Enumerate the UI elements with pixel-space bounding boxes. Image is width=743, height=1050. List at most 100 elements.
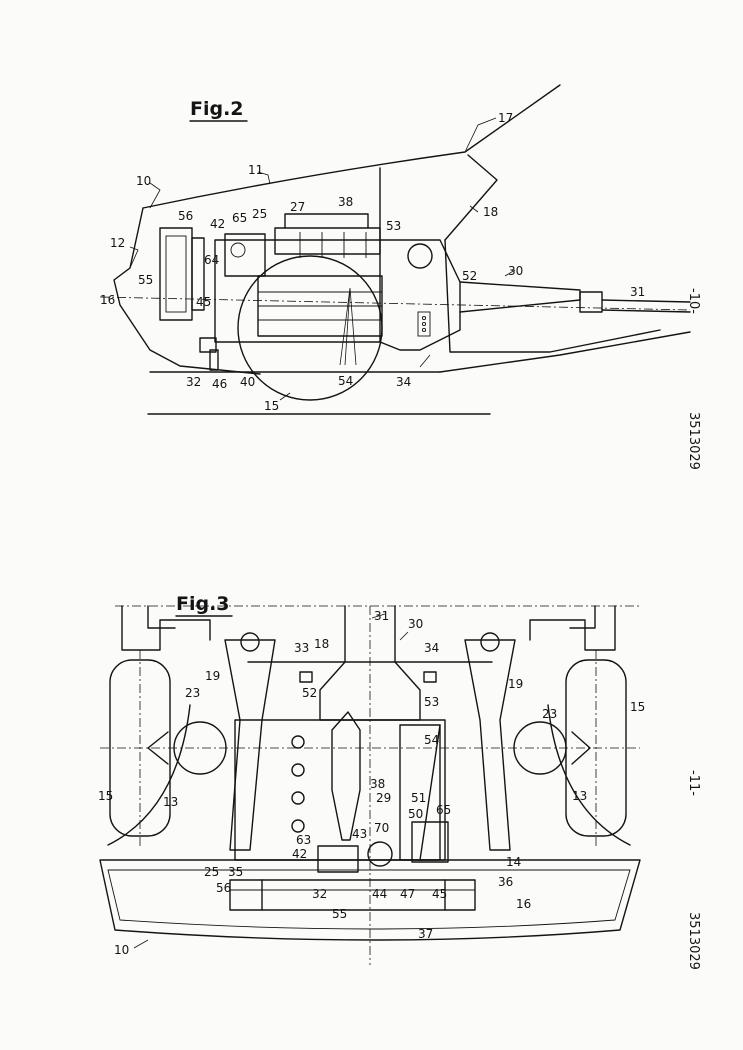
mount-plate-34 — [417, 311, 431, 337]
right-strut-19 — [464, 639, 516, 851]
fig2-ref-64: 64 — [204, 253, 219, 267]
fig2-ref-27: 27 — [290, 200, 305, 214]
fig3-ref-50: 50 — [408, 807, 423, 821]
fig2-ref-10: 10 — [136, 174, 151, 188]
bolt-3 — [421, 327, 427, 333]
fig3-ref-29: 29 — [376, 791, 391, 805]
leader-54 — [339, 287, 357, 366]
doc-number-bottom: 3513029 — [686, 912, 701, 970]
pulley-housing-42-65 — [224, 233, 266, 277]
cyl-a — [291, 735, 305, 749]
fig3-ref-15-right: 15 — [630, 700, 645, 714]
fig3-ref-38: 38 — [370, 777, 385, 791]
page-number-10: -10- — [686, 288, 701, 314]
fig3-ref-19-right: 19 — [508, 677, 523, 691]
leader-30 — [399, 631, 409, 641]
floor-line — [444, 239, 661, 353]
fig3-ref-43: 43 — [352, 827, 367, 841]
fig3-ref-36: 36 — [498, 875, 513, 889]
fig3-title: Fig.3 — [176, 593, 230, 615]
fig3-ref-44: 44 — [372, 887, 387, 901]
fig3-top-view: Fig.3 — [98, 593, 645, 965]
engine-25 — [234, 719, 446, 861]
right-strut-top — [480, 632, 500, 652]
valve-cover-38 — [284, 213, 369, 229]
fig3-ref-70: 70 — [374, 821, 389, 835]
mount-33 — [299, 671, 313, 683]
fig2-ref-52: 52 — [462, 269, 477, 283]
fig2-centerline — [99, 296, 691, 311]
fig2-ref-15: 15 — [264, 399, 279, 413]
leader-34 — [419, 354, 431, 368]
fig3-ref-30: 30 — [408, 617, 423, 631]
fig3-ref-31: 31 — [374, 609, 389, 623]
fig2-ref-31: 31 — [630, 285, 645, 299]
left-strut-top — [240, 632, 260, 652]
fig2-ref-53: 53 — [386, 219, 401, 233]
fig2-ref-32: 32 — [186, 375, 201, 389]
unit-65 — [411, 821, 449, 863]
fig2-ref-40: 40 — [240, 375, 255, 389]
leader-17 — [464, 117, 497, 153]
fig3-ref-53: 53 — [424, 695, 439, 709]
part-42 — [317, 845, 359, 873]
mount-53 — [407, 243, 433, 269]
left-strut-19 — [224, 639, 276, 851]
fig3-ref-19-left: 19 — [205, 669, 220, 683]
shaft-31-bottom — [601, 309, 691, 313]
fig2-ref-46: 46 — [212, 377, 227, 391]
right-member-13 — [547, 704, 631, 846]
fig2-ref-38: 38 — [338, 195, 353, 209]
fig2-ref-25: 25 — [252, 207, 267, 221]
left-bracket — [147, 605, 176, 629]
hood-line — [142, 84, 561, 209]
fig3-ref-65: 65 — [436, 803, 451, 817]
doc-number-top: 3513029 — [686, 412, 701, 470]
fig3-ref-45: 45 — [432, 887, 447, 901]
fig2-ref-45: 45 — [196, 295, 211, 309]
fig3-ref-23-right: 23 — [542, 707, 557, 721]
fig3-ref-32: 32 — [312, 887, 327, 901]
leader-10 — [133, 939, 149, 949]
bumper-inner — [107, 869, 631, 930]
front-bumper-16 — [99, 859, 641, 941]
fig2-ref-18: 18 — [483, 205, 498, 219]
cylinder-head-27 — [274, 227, 381, 255]
part-70 — [367, 841, 393, 867]
cyl-b — [291, 763, 305, 777]
leader-11 — [257, 171, 271, 185]
fig3-ref-25: 25 — [204, 865, 219, 879]
front-contour — [113, 207, 261, 375]
universal-joint — [579, 291, 603, 313]
fig3-reference-numerals: 31 30 18 33 34 19 19 52 53 23 23 15 15 5… — [98, 609, 645, 957]
fig3-ref-14: 14 — [506, 855, 521, 869]
front-mount-32 — [199, 337, 217, 353]
fig2-ref-11: 11 — [248, 163, 263, 177]
pulley-42 — [230, 242, 246, 258]
bolt-1 — [421, 315, 427, 321]
right-margin-annotations: -10- 3513029 -11- 3513029 — [686, 288, 701, 970]
fig3-ref-42: 42 — [292, 847, 307, 861]
mount-34 — [423, 671, 437, 683]
fig3-ref-16: 16 — [516, 897, 531, 911]
fan-housing — [191, 237, 205, 311]
fig3-ref-37: 37 — [418, 927, 433, 941]
right-bracket — [569, 605, 596, 629]
fig2-reference-numerals: 17 11 10 18 56 42 65 25 27 38 53 12 64 3… — [100, 111, 645, 413]
leader-10 — [149, 182, 161, 209]
leader-15 — [279, 392, 291, 401]
fig2-ref-42: 42 — [210, 217, 225, 231]
left-top-structure — [121, 605, 211, 651]
page-number-11: -11- — [686, 770, 701, 796]
fig2-ref-30: 30 — [508, 264, 523, 278]
fig3-ref-63: 63 — [296, 833, 311, 847]
underbody-line — [439, 331, 691, 373]
line-51 — [419, 724, 441, 861]
fig3-ref-55: 55 — [332, 907, 347, 921]
fig2-ref-16: 16 — [100, 293, 115, 307]
fig3-ref-15-left: 15 — [98, 789, 113, 803]
fig2-ref-65: 65 — [232, 211, 247, 225]
cyl-c — [291, 791, 305, 805]
